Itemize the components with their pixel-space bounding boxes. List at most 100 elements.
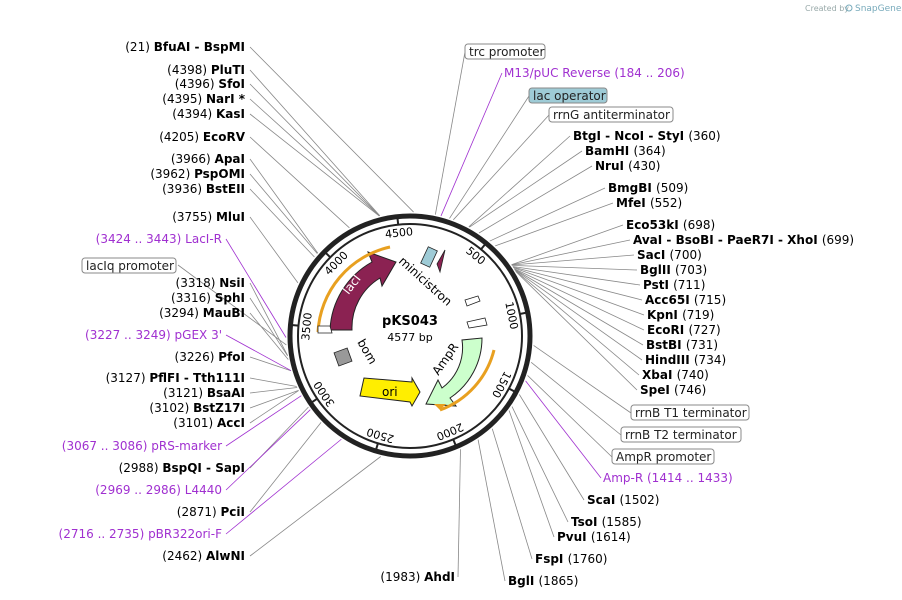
restriction-site-label[interactable]: (3102) BstZ17I xyxy=(149,401,245,415)
svg-text:(3127) PflFI - Tth111I: (3127) PflFI - Tth111I xyxy=(106,371,245,385)
leader-line xyxy=(495,202,614,247)
leader-line xyxy=(512,266,641,286)
restriction-site-label[interactable]: (3316) SphI xyxy=(171,291,245,305)
svg-text:M13/pUC Reverse (184 .. 206: M13/pUC Reverse (184 .. 206) xyxy=(504,66,685,80)
restriction-site-label[interactable]: Acc65I (715) xyxy=(645,293,726,307)
leader-line xyxy=(249,188,315,258)
leader-lines xyxy=(177,46,645,582)
restriction-site-label[interactable]: HindIII (734) xyxy=(645,353,726,367)
laciq-promoter-mark xyxy=(317,325,333,334)
snapgene-brand: SnapGene xyxy=(855,4,902,14)
site-enzyme: NsiI xyxy=(219,276,245,290)
restriction-site-label[interactable]: KpnI (719) xyxy=(647,308,714,322)
primer-label[interactable]: (2716 .. 2735) pBR322ori-F xyxy=(59,527,223,541)
restriction-site-label[interactable]: MfeI (552) xyxy=(616,196,682,210)
leader-line xyxy=(249,113,380,217)
restriction-site-label[interactable]: PvuI (1614) xyxy=(557,530,631,544)
primer-label[interactable]: Amp-R (1414 .. 1433) xyxy=(603,471,733,485)
restriction-site-label[interactable]: SpeI (746) xyxy=(640,383,706,397)
primer-label[interactable]: (3067 .. 3086) pRS-marker xyxy=(62,439,222,453)
svg-text:trc promoter: trc promoter xyxy=(469,45,545,59)
leader-line xyxy=(515,270,640,376)
restriction-site-label[interactable]: EcoRI (727) xyxy=(647,323,721,337)
site-position: (4395) xyxy=(162,92,206,106)
restriction-site-label[interactable]: (3936) BstEII xyxy=(162,182,245,196)
restriction-site-label[interactable]: (21) BfuAI - BspMI xyxy=(125,40,245,54)
feature-box-label[interactable]: trc promoter xyxy=(464,43,546,60)
restriction-site-label[interactable]: Eco53kI (698) xyxy=(626,218,715,232)
restriction-site-label[interactable]: BmgBI (509) xyxy=(608,181,688,195)
minicistron-mark xyxy=(436,249,446,274)
site-enzyme: MfeI xyxy=(616,196,650,210)
restriction-site-label[interactable]: BglI (1865) xyxy=(508,574,578,588)
restriction-site-label[interactable]: (3121) BsaAI xyxy=(163,386,245,400)
leader-line xyxy=(249,83,380,217)
restriction-site-label[interactable]: ScaI (1502) xyxy=(587,493,659,507)
restriction-site-label[interactable]: BtgI - NcoI - StyI (360) xyxy=(573,129,721,143)
restriction-site-label[interactable]: AvaI - BsoBI - PaeR7I - XhoI (699) xyxy=(633,233,854,247)
primer-label[interactable]: (3227 .. 3249) pGEX 3' xyxy=(85,328,222,342)
svg-text:EcoRI (727): EcoRI (727) xyxy=(647,323,721,337)
restriction-site-label[interactable]: XbaI (740) xyxy=(642,368,709,382)
restriction-site-label[interactable]: (2988) BspQI - SapI xyxy=(119,461,245,475)
ampr-feature-arrow[interactable] xyxy=(425,337,483,407)
primer-label[interactable]: (2969 .. 2986) L4440 xyxy=(95,483,222,497)
restriction-site-label[interactable]: BamHI (364) xyxy=(585,144,666,158)
feature-box-label[interactable]: rrnG antiterminator xyxy=(548,106,674,123)
svg-text:MfeI (552): MfeI (552) xyxy=(616,196,682,210)
restriction-site-label[interactable]: (3318) NsiI xyxy=(176,276,245,290)
restriction-site-label[interactable]: (2462) AlwNI xyxy=(162,549,245,563)
backbone-outer xyxy=(287,213,533,459)
restriction-site-label[interactable]: PstI (711) xyxy=(643,278,705,292)
leader-line xyxy=(249,136,350,229)
restriction-site-label[interactable]: (3962) PspOMI xyxy=(150,167,245,181)
site-enzyme: Acc65I xyxy=(645,293,694,307)
laci-feature-arrow[interactable] xyxy=(329,251,397,331)
restriction-site-label[interactable]: (3294) MauBI xyxy=(159,306,245,320)
restriction-site-label[interactable]: (4205) EcoRV xyxy=(159,130,246,144)
svg-text:(3101) AccI: (3101) AccI xyxy=(173,416,245,430)
restriction-site-label[interactable]: (4394) KasI xyxy=(172,107,245,121)
leader-line xyxy=(511,406,569,523)
restriction-site-label[interactable]: (3127) PflFI - Tth111I xyxy=(106,371,245,385)
restriction-site-label[interactable]: BstBI (731) xyxy=(646,338,718,352)
leader-line xyxy=(249,216,299,284)
restriction-site-label[interactable]: BglII (703) xyxy=(640,263,707,277)
restriction-site-label[interactable]: FspI (1760) xyxy=(535,552,607,566)
restriction-site-label[interactable]: (3966) ApaI xyxy=(171,152,245,166)
restriction-site-label[interactable]: SacI (700) xyxy=(637,248,702,262)
primer-name: Amp-R xyxy=(603,471,647,485)
feature-box-label[interactable]: lac operator xyxy=(528,87,608,104)
restriction-site-label[interactable]: (4396) SfoI xyxy=(175,77,245,91)
leader-line xyxy=(514,269,644,346)
svg-text:(4394) KasI: (4394) KasI xyxy=(172,107,245,121)
restriction-site-label[interactable]: TsoI (1585) xyxy=(571,515,642,529)
primer-label[interactable]: (3424 .. 3443) LacI-R xyxy=(96,232,222,246)
feature-box-label[interactable]: rrnB T2 terminator xyxy=(620,426,742,443)
svg-text:(3226) PfoI: (3226) PfoI xyxy=(175,350,245,364)
feature-box-label[interactable]: rrnB T1 terminator xyxy=(630,404,750,421)
ori-feature-arrow[interactable] xyxy=(359,376,421,408)
restriction-site-label[interactable]: (3226) PfoI xyxy=(175,350,245,364)
site-labels: (21) BfuAI - BspMI (4398) PluTI(4396) Sfo… xyxy=(59,40,855,588)
restriction-site-label[interactable]: (1983) AhdI xyxy=(380,570,455,584)
feature-box-label[interactable]: AmpR promoter xyxy=(611,448,715,465)
restriction-site-label[interactable]: NruI (430) xyxy=(595,159,660,173)
backbone-inner xyxy=(297,223,523,449)
svg-text:SacI (700): SacI (700) xyxy=(637,248,702,262)
bom-mark xyxy=(333,347,353,367)
restriction-site-label[interactable]: (4395) NarI * xyxy=(162,92,245,106)
restriction-site-label[interactable]: (3755) MluI xyxy=(172,210,245,224)
svg-text:lacIq promoter: lacIq promoter xyxy=(86,259,174,273)
restriction-site-label[interactable]: (2871) PciI xyxy=(177,505,245,519)
site-enzyme: MluI xyxy=(216,210,245,224)
feature-box-label[interactable]: lacIq promoter xyxy=(81,257,177,274)
plasmid-name: pKS043 xyxy=(382,314,438,329)
site-enzyme: SfoI xyxy=(218,77,245,91)
svg-text:(4395) NarI *: (4395) NarI * xyxy=(162,92,245,106)
svg-text:(3102) BstZ17I: (3102) BstZ17I xyxy=(149,401,245,415)
primer-label[interactable]: M13/pUC Reverse (184 .. 206) xyxy=(504,66,685,80)
restriction-site-label[interactable]: (3101) AccI xyxy=(173,416,245,430)
leader-line xyxy=(468,135,571,228)
restriction-site-label[interactable]: (4398) PluTI xyxy=(167,63,245,77)
